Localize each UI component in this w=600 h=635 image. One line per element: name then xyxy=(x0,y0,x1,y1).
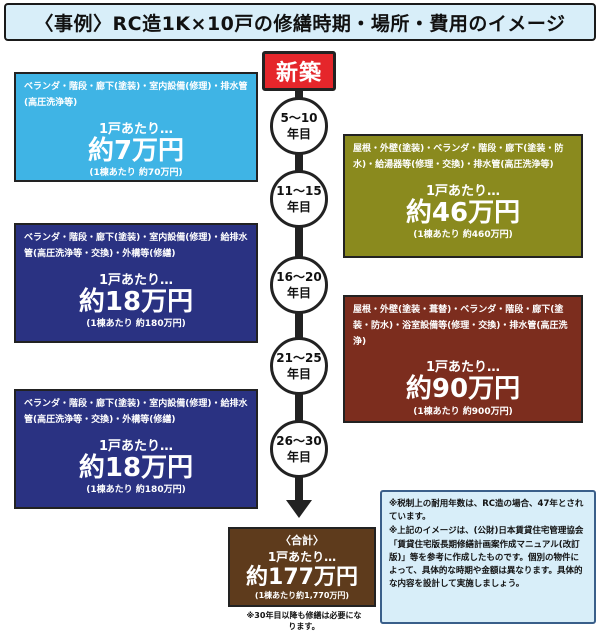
repair-items: 屋根・外壁(塗装・葺替)・ベランダ・階段・廊下(塗装・防水)・浴室設備等(修理・… xyxy=(353,305,568,347)
page-title: 〈事例〉RC造1K×10戸の修繕時期・場所・費用のイメージ xyxy=(34,12,566,35)
repair-items: ベランダ・階段・廊下(塗装)・室内設備(修理)・排水管(高圧洗浄等) xyxy=(24,82,248,108)
timeline-arrow-icon xyxy=(286,500,312,518)
repair-box-21-25: 屋根・外壁(塗装・葺替)・ベランダ・階段・廊下(塗装・防水)・浴室設備等(修理・… xyxy=(343,295,583,423)
year-circle-11-15: 11〜15 年目 xyxy=(270,170,328,228)
year-suffix: 年目 xyxy=(286,450,311,464)
year-range: 21〜25 xyxy=(276,350,322,365)
total-amount: 約177万円 xyxy=(246,565,358,590)
repair-items: ベランダ・階段・廊下(塗装)・室内設備(修理)・給排水管(高圧洗浄等・交換)・外… xyxy=(24,233,248,259)
repair-box-16-20: ベランダ・階段・廊下(塗装)・室内設備(修理)・給排水管(高圧洗浄等・交換)・外… xyxy=(14,223,258,343)
year-circle-21-25: 21〜25 年目 xyxy=(270,337,328,395)
building-amount: (1棟あたり 約900万円) xyxy=(413,406,513,417)
total-building-amount: (1棟あたり約1,770万円) xyxy=(254,591,350,601)
repair-box-11-15: 屋根・外壁(塗装)・ベランダ・階段・廊下(塗装・防水)・給湯器等(修理・交換)・… xyxy=(343,134,583,258)
repair-box-5-10: ベランダ・階段・廊下(塗装)・室内設備(修理)・排水管(高圧洗浄等) 1戸あたり… xyxy=(14,72,258,182)
per-unit-amount: 約18万円 xyxy=(78,452,194,483)
year-range: 26〜30 xyxy=(276,433,322,448)
total-box: 〈合計〉 1戸あたり… 約177万円 (1棟あたり約1,770万円) xyxy=(228,527,376,607)
repair-items: ベランダ・階段・廊下(塗装)・室内設備(修理)・給排水管(高圧洗浄等・交換)・外… xyxy=(24,399,248,425)
new-build-label: 新築 xyxy=(262,51,336,91)
year-range: 11〜15 xyxy=(276,183,322,198)
year-suffix: 年目 xyxy=(286,200,311,214)
year-suffix: 年目 xyxy=(286,127,311,141)
year-circle-16-20: 16〜20 年目 xyxy=(270,256,328,314)
building-amount: (1棟あたり 約460万円) xyxy=(413,230,513,241)
building-amount: (1棟あたり 約180万円) xyxy=(86,485,186,496)
total-per-unit-label: 1戸あたり… xyxy=(267,550,337,564)
per-unit-label: 1戸あたり… xyxy=(98,438,174,454)
title-bar: 〈事例〉RC造1K×10戸の修繕時期・場所・費用のイメージ xyxy=(4,3,596,41)
footnote: ※30年目以降も修繕は必要になります。 xyxy=(246,611,362,631)
year-circle-5-10: 5〜10 年目 xyxy=(270,97,328,155)
per-unit-amount: 約90万円 xyxy=(405,374,521,405)
per-unit-amount: 約7万円 xyxy=(87,135,185,166)
year-range: 16〜20 xyxy=(276,269,322,284)
year-circle-26-30: 26〜30 年目 xyxy=(270,420,328,478)
year-range: 5〜10 xyxy=(280,110,318,125)
repair-box-26-30: ベランダ・階段・廊下(塗装)・室内設備(修理)・給排水管(高圧洗浄等・交換)・外… xyxy=(14,389,258,509)
year-suffix: 年目 xyxy=(286,367,311,381)
per-unit-label: 1戸あたり… xyxy=(425,183,501,199)
per-unit-amount: 約46万円 xyxy=(405,197,521,228)
year-suffix: 年目 xyxy=(286,286,311,300)
note-source: ※上記のイメージは、(公財)日本賃貸住宅管理協会「賃貸住宅版長期修繕計画案作成マ… xyxy=(389,526,584,590)
repair-items: 屋根・外壁(塗装)・ベランダ・階段・廊下(塗装・防水)・給湯器等(修理・交換)・… xyxy=(353,144,564,170)
building-amount: (1棟あたり 約180万円) xyxy=(86,319,186,330)
per-unit-label: 1戸あたり… xyxy=(98,121,174,137)
building-amount: (1棟あたり 約70万円) xyxy=(89,168,183,179)
total-heading: 〈合計〉 xyxy=(280,534,324,547)
per-unit-label: 1戸あたり… xyxy=(98,272,174,288)
new-build-text: 新築 xyxy=(275,61,322,86)
per-unit-label: 1戸あたり… xyxy=(425,360,501,376)
note-box: ※税制上の耐用年数は、RC造の場合、47年とされています。 ※上記のイメージは、… xyxy=(380,490,596,624)
per-unit-amount: 約18万円 xyxy=(78,286,194,317)
note-tax-life: ※税制上の耐用年数は、RC造の場合、47年とされています。 xyxy=(389,499,584,523)
